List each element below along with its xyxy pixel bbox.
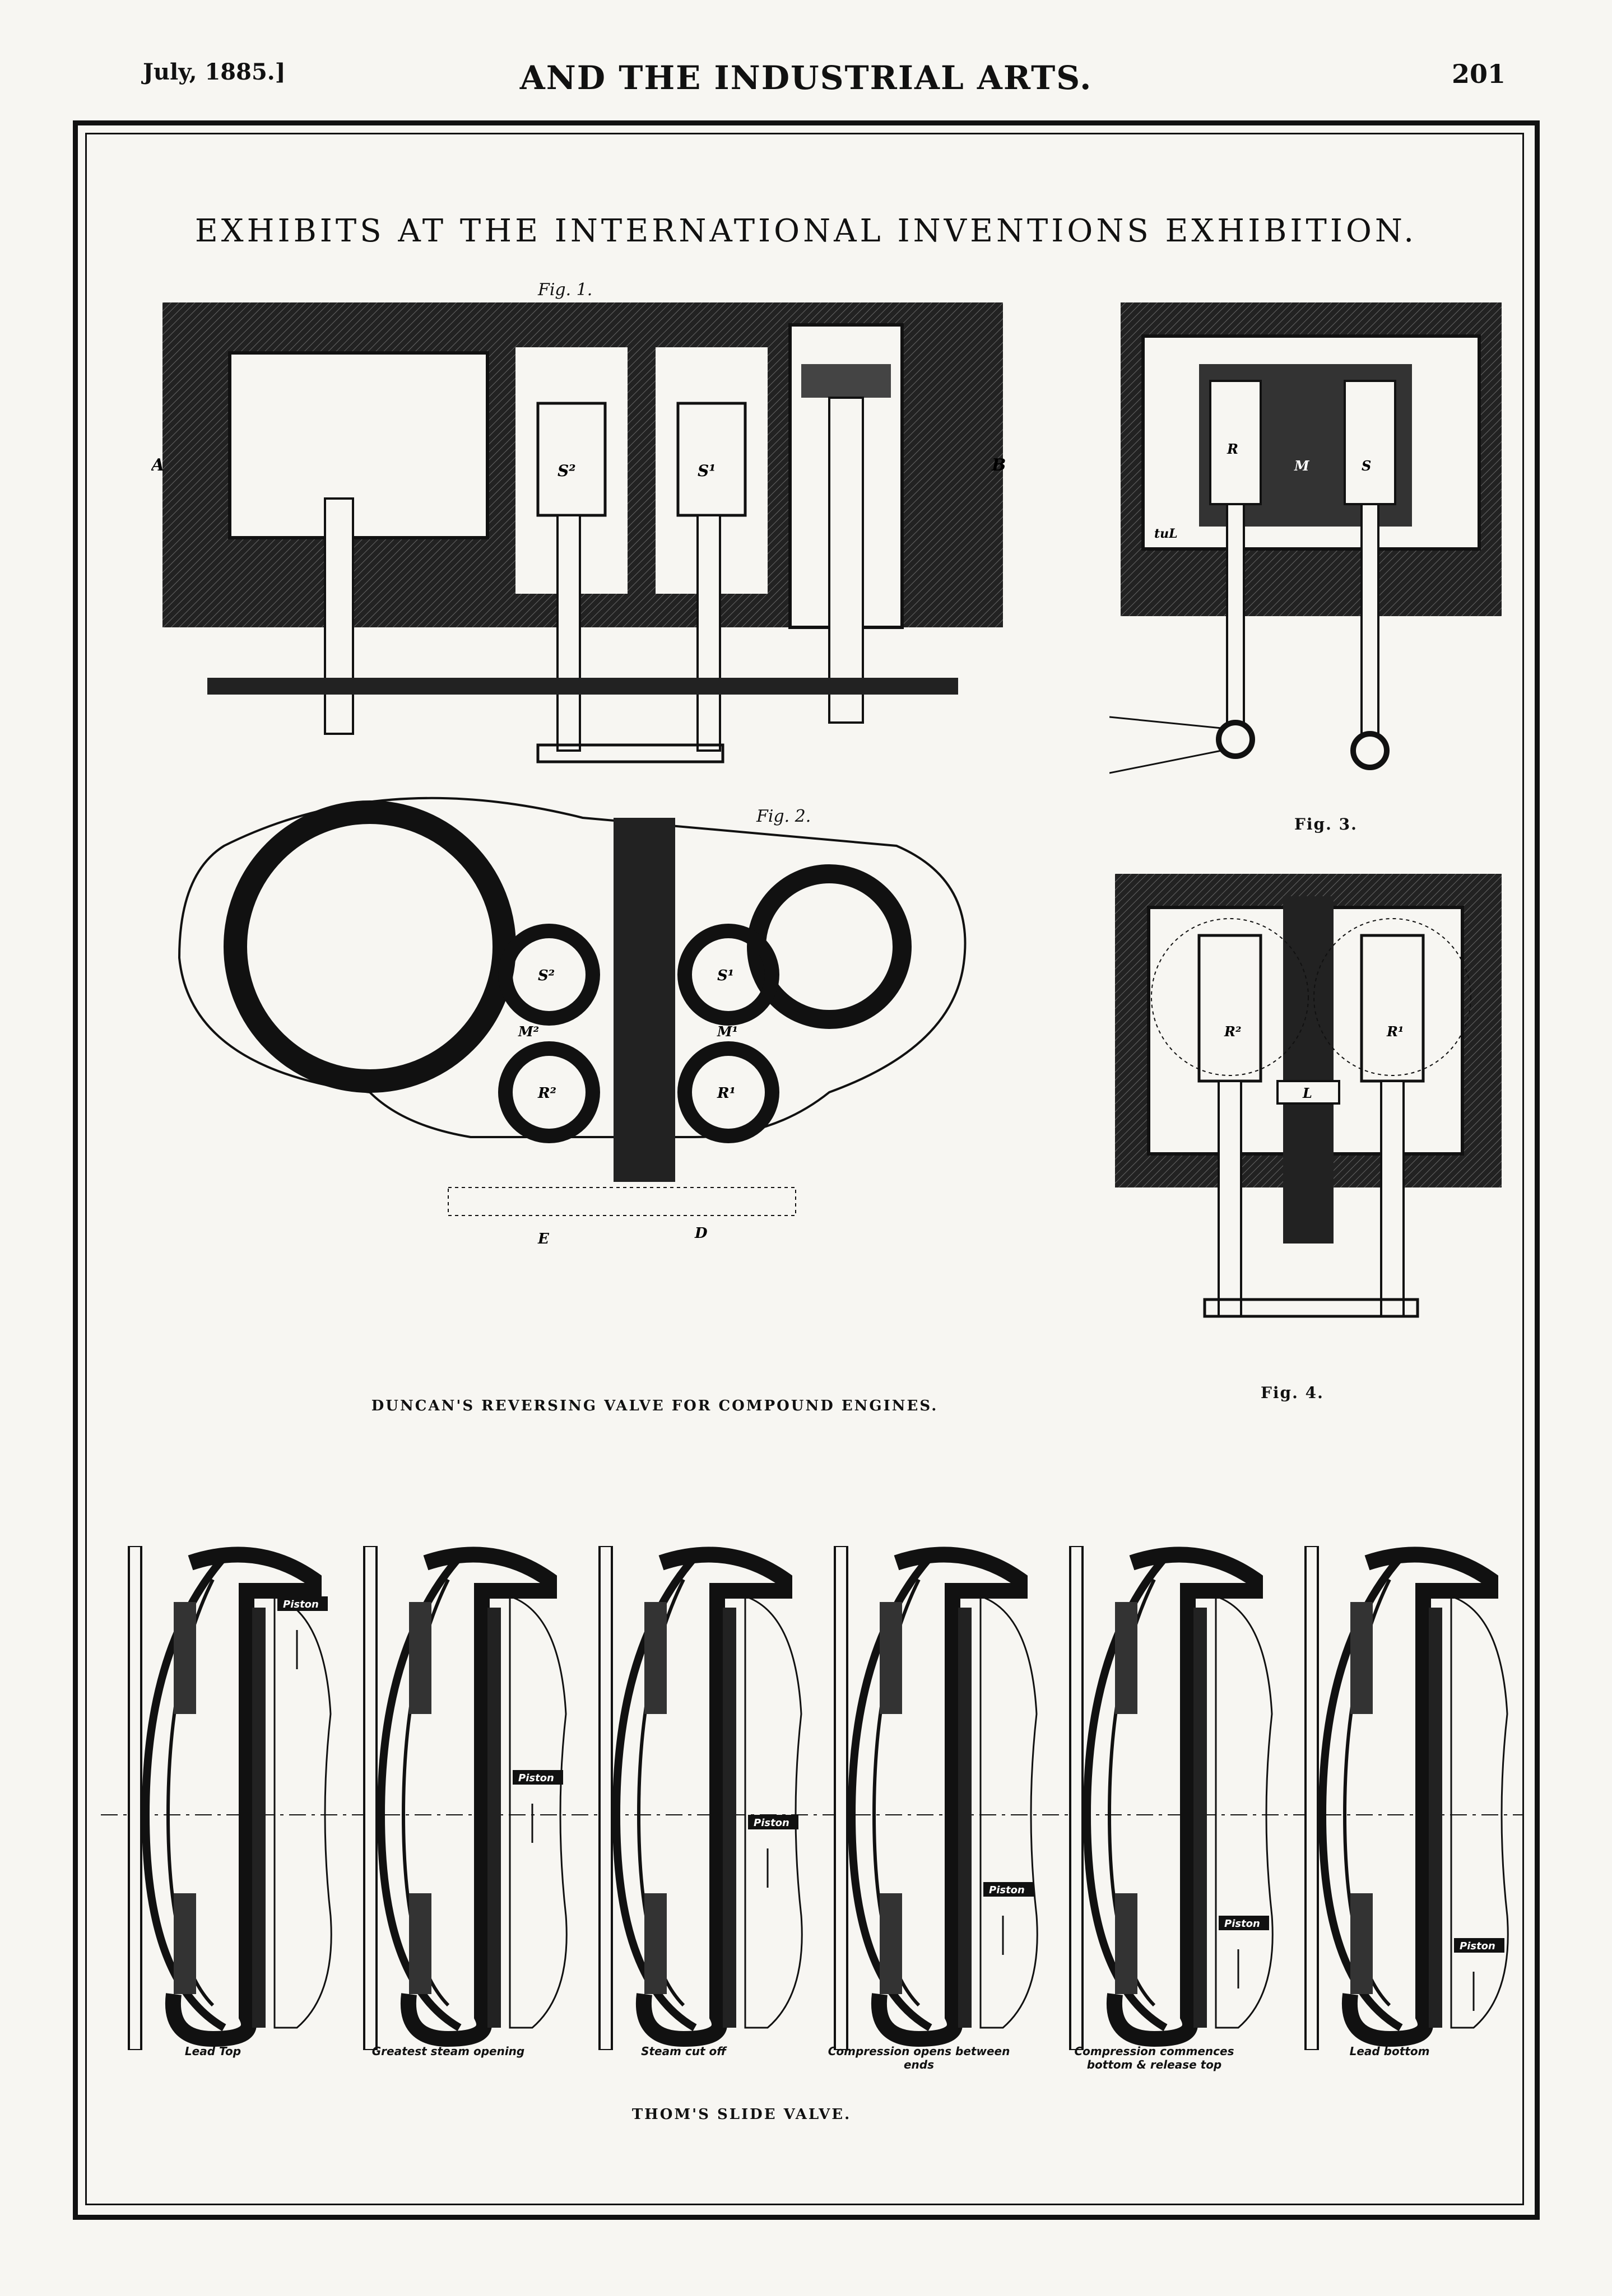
thom-valve-phase-2: Piston [363, 1546, 568, 2050]
phase-label-6: Lead bottom [1349, 2044, 1430, 2058]
header-date: July, 1885.] [143, 59, 286, 85]
fig2-mark-m2: M² [518, 1023, 539, 1040]
fig1-label: Fig. 1. [538, 280, 593, 300]
fig2-mark-r2: R² [537, 1085, 556, 1102]
piston-label: Piston [1224, 1918, 1260, 1930]
phase-label-3: Steam cut off [641, 2044, 726, 2058]
thom-valve-phase-6: Piston [1304, 1546, 1509, 2050]
fig2-mark-s1: S¹ [717, 967, 734, 984]
fig2-drawing: S² S¹ M² M¹ R² R¹ E D [178, 797, 967, 1247]
fig3-mark-m: M [1294, 458, 1310, 474]
fig2-mark-r1: R¹ [717, 1085, 736, 1102]
fig4-mark-r1: R¹ [1386, 1023, 1404, 1040]
thom-valve-phase-4: Piston [834, 1546, 1038, 2050]
fig1-mark-s1: S¹ [698, 462, 716, 480]
phase-label-4: Compression opens between ends [828, 2044, 1010, 2071]
fig4-mark-r2: R² [1224, 1023, 1241, 1040]
plate-frame-inner [85, 133, 1524, 2205]
thom-valve-phase-3: Piston [598, 1546, 803, 2050]
plate-title: EXHIBITS AT THE INTERNATIONAL INVENTIONS… [194, 213, 1418, 249]
piston-label: Piston [518, 1772, 554, 1784]
phase-label-1: Lead Top [184, 2044, 241, 2058]
fig2-mark-d: D [694, 1225, 708, 1242]
fig4-caption: Fig. 4. [1261, 1384, 1324, 1402]
fig1-mark-b: B [991, 455, 1006, 475]
thom-valve-phase-5: Piston [1069, 1546, 1274, 2050]
fig2-mark-m1: M¹ [717, 1023, 738, 1040]
piston-label: Piston [989, 1884, 1025, 1896]
duncan-caption: DUNCAN'S REVERSING VALVE FOR COMPOUND EN… [371, 1398, 939, 1414]
fig3-caption: Fig. 3. [1294, 815, 1358, 833]
header-title: AND THE INDUSTRIAL ARTS. [519, 59, 1093, 97]
thom-valve-phase-1: Piston [128, 1546, 332, 2050]
fig3-mark-tul: tuL [1154, 527, 1178, 541]
fig3-mark-s: S [1362, 458, 1371, 474]
piston-label: Piston [754, 1817, 789, 1829]
phase-label-5: Compression commences bottom & release t… [1074, 2044, 1234, 2071]
plate-frame-outer [73, 120, 1540, 2220]
fig4-mark-l: L [1302, 1085, 1312, 1101]
phase-label-2: Greatest steam opening [371, 2044, 525, 2058]
fig2-label: Fig. 2. [756, 807, 811, 826]
fig3-mark-r: R [1227, 441, 1238, 457]
fig2-mark-s2: S² [538, 967, 555, 984]
fig3-drawing: R M S tuL [1109, 302, 1502, 774]
fig1-mark-s2: S² [558, 462, 575, 480]
fig1-drawing: A B S² S¹ [151, 302, 1006, 763]
piston-label: Piston [1460, 1940, 1495, 1952]
fig4-drawing: R² R¹ L [1115, 874, 1502, 1318]
piston-label: Piston [283, 1599, 319, 1610]
fig1-mark-a: A [151, 455, 164, 475]
page-number: 201 [1451, 59, 1506, 89]
thom-caption: THOM'S SLIDE VALVE. [631, 2106, 852, 2123]
fig2-mark-e: E [537, 1231, 550, 1247]
